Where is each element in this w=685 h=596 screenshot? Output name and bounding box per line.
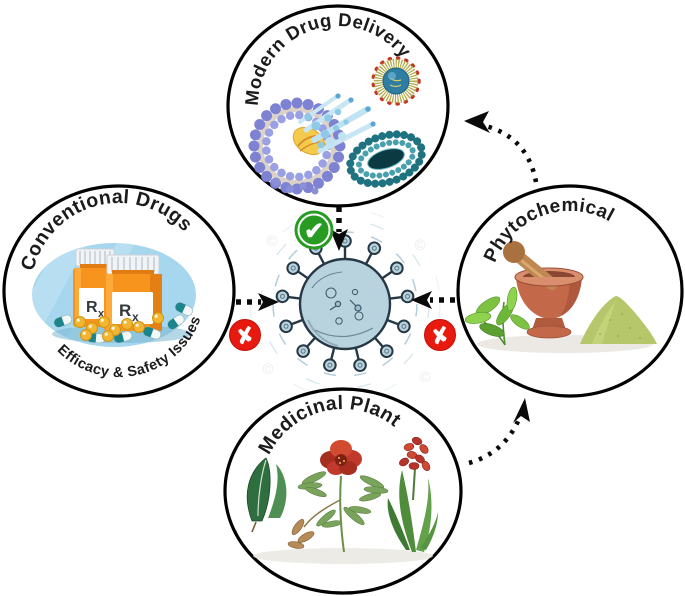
reject-mark-left: ✘ — [229, 319, 261, 351]
bottle-neck — [112, 270, 154, 276]
green-powder-illustration — [580, 296, 657, 344]
pestle-head — [503, 241, 525, 263]
rx-label: R — [119, 301, 131, 320]
front-bottle: R x — [104, 254, 162, 331]
node-conventional-drugs: R x R x — [2, 184, 236, 398]
leaf-front — [246, 457, 271, 522]
arrow-medicinal-to-phytochemical — [468, 398, 530, 466]
flowering-plant-illustration — [387, 436, 438, 552]
check-icon: ✔ — [304, 218, 324, 245]
check-circle — [294, 210, 334, 250]
round-pill — [121, 318, 133, 330]
virus-spike — [386, 288, 416, 306]
micelle-corona — [373, 58, 419, 104]
mortar-rim-front — [514, 276, 584, 287]
cross-icon: ✘ — [429, 323, 452, 350]
mortar-pestle-illustration — [503, 241, 584, 339]
core-strand — [299, 141, 321, 152]
peony-illustration — [287, 440, 389, 553]
pill-bottles-illustration: R x R x — [32, 243, 196, 347]
drug-release-spray — [298, 93, 376, 154]
plant-blade — [420, 512, 438, 550]
rx-label: R — [86, 299, 98, 316]
virus-texture — [311, 271, 343, 289]
powder-speckles — [599, 313, 641, 339]
leaf-back — [268, 464, 287, 518]
bottle-highlight — [75, 268, 81, 327]
rx-label-sub: x — [132, 310, 139, 324]
watermark-icon: © — [262, 361, 273, 378]
reject-mark-right: ✘ — [424, 319, 456, 351]
arrow-modern-to-virus — [330, 207, 348, 251]
bottle-label — [112, 292, 153, 324]
arrowhead — [464, 111, 490, 133]
round-pill — [98, 316, 110, 328]
virus-surface-circles — [325, 287, 364, 325]
red-flower-cluster — [399, 436, 431, 471]
check-ring — [297, 213, 331, 247]
virus-surface-knobs — [329, 299, 362, 312]
arrow-phytochemical-to-modern — [464, 111, 539, 183]
powder-highlight — [592, 300, 616, 344]
plant-stem — [412, 467, 416, 501]
watermark-icon: © — [266, 233, 277, 250]
arrowhead — [513, 398, 530, 423]
cross-circle — [229, 319, 261, 351]
arrowhead — [330, 229, 348, 251]
virus-spike — [274, 288, 304, 306]
ground-shadow — [253, 548, 433, 564]
arrow-phytochemical-to-virus — [411, 291, 455, 309]
leaf-stem — [251, 521, 257, 533]
mortar-base — [526, 325, 572, 339]
bottle-neck — [80, 264, 108, 270]
virus-body — [298, 257, 392, 351]
plant-blade — [416, 478, 432, 552]
liposome-outer-beads — [248, 97, 346, 195]
teal-liposome-illustration — [346, 130, 426, 188]
pod-branch — [303, 499, 341, 528]
watermark-icons: © © © © — [262, 233, 430, 386]
plant-blade — [387, 498, 410, 550]
cross-circle — [424, 319, 456, 351]
falling-beads — [271, 177, 319, 195]
cap-ribs — [79, 251, 111, 264]
arrow-curve — [485, 123, 539, 183]
round-pill — [80, 329, 92, 341]
node-modern-drug-delivery: Modern Drug Delivery — [226, 4, 450, 208]
peony-stem — [339, 475, 345, 553]
round-pill — [102, 330, 114, 342]
herb-leaves-illustration — [464, 286, 530, 346]
peony-leaves — [297, 471, 389, 528]
plant-blade — [399, 470, 416, 552]
node-medicinal-plant: Medicinal Plant — [223, 387, 463, 595]
virus-texture — [314, 327, 374, 338]
cross-icon: ✘ — [234, 323, 257, 350]
purple-liposome-illustration — [248, 93, 376, 195]
round-pill — [74, 316, 86, 328]
peony-flower — [320, 440, 362, 475]
cap-ribs — [111, 257, 155, 272]
leaf-illustration — [246, 457, 287, 533]
bottle-highlight — [106, 274, 113, 331]
micelle-highlight — [388, 72, 396, 80]
watermark-icon: © — [414, 237, 425, 254]
arrow-curve — [468, 413, 524, 466]
virus-illustration — [249, 208, 441, 400]
approve-mark: ✔ — [294, 210, 334, 250]
polymer-micelle-illustration — [371, 56, 421, 106]
node-phytochemical: Phytochemical — [456, 184, 684, 398]
virus-shading — [307, 319, 339, 347]
mortar-shade — [560, 278, 582, 316]
arrow-conventional-to-virus — [236, 293, 279, 311]
micelle-red-tips — [371, 56, 421, 106]
watermark-icon: © — [419, 369, 430, 386]
leaf-midrib — [257, 459, 267, 517]
rx-label-sub: x — [98, 308, 105, 320]
arrowhead — [411, 291, 432, 309]
round-pill — [133, 321, 145, 333]
round-pill — [152, 312, 164, 324]
arrowhead — [258, 293, 279, 311]
seed-pods — [287, 519, 315, 549]
